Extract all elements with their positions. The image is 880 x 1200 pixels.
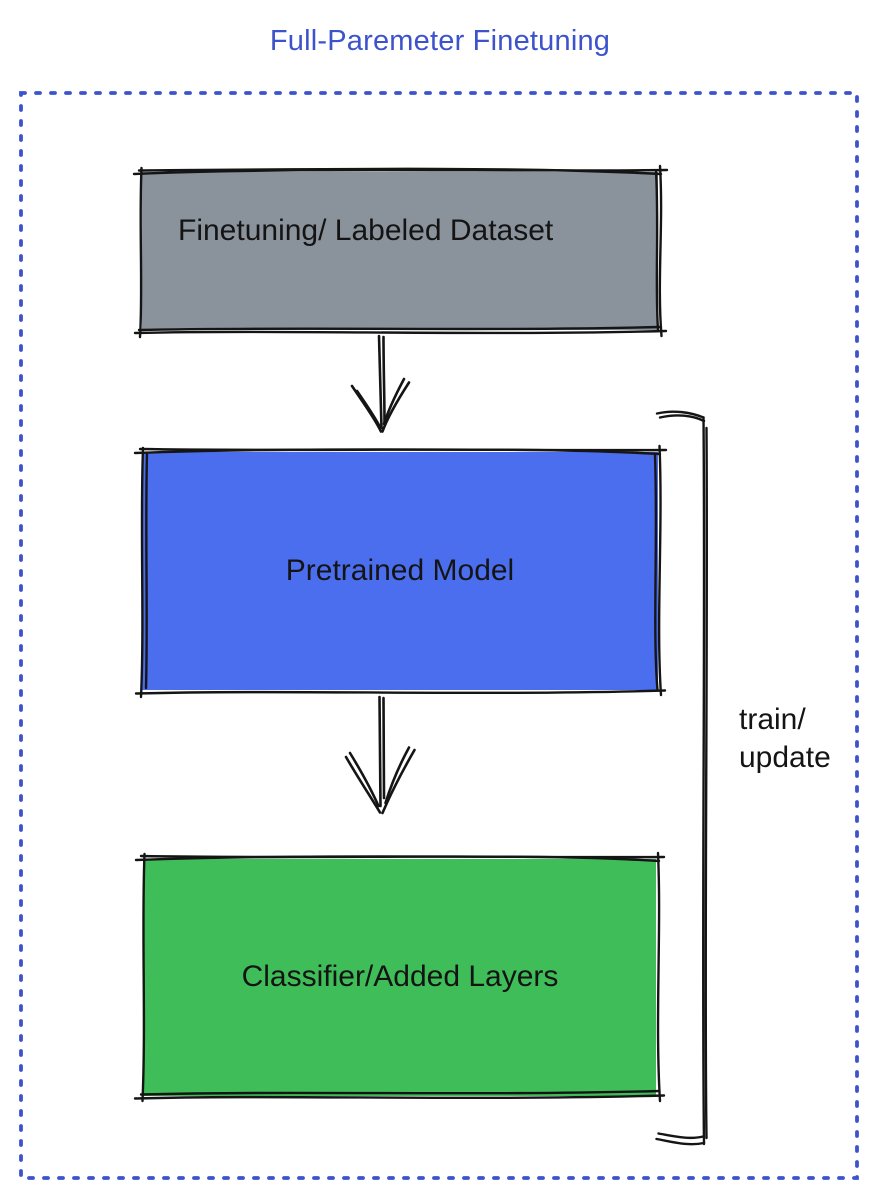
dataset-box-fill [142, 172, 658, 330]
pretrained-model-box-fill [142, 452, 658, 690]
arrow-dataset-to-model-icon [350, 334, 411, 433]
classifier-box-label: Classifier/Added Layers [241, 960, 559, 993]
dataset-box [132, 164, 669, 339]
pretrained-model-box [133, 444, 668, 699]
classifier-box-outline [133, 851, 666, 1103]
train-update-label: train/ update [739, 703, 831, 774]
classifier-box [133, 851, 666, 1103]
dotted-frame [19, 91, 859, 1180]
dataset-box-label: Finetuning/ Labeled Dataset [178, 214, 554, 247]
classifier-box-fill [143, 859, 656, 1096]
arrow-model-to-classifier-icon [344, 695, 416, 815]
diagram-title: Full-Paremeter Finetuning [269, 25, 611, 57]
dataset-box-outline [132, 164, 669, 339]
pretrained-model-box-outline [133, 444, 668, 699]
train-update-bracket [655, 410, 709, 1146]
pretrained-model-box-label: Pretrained Model [285, 554, 515, 587]
